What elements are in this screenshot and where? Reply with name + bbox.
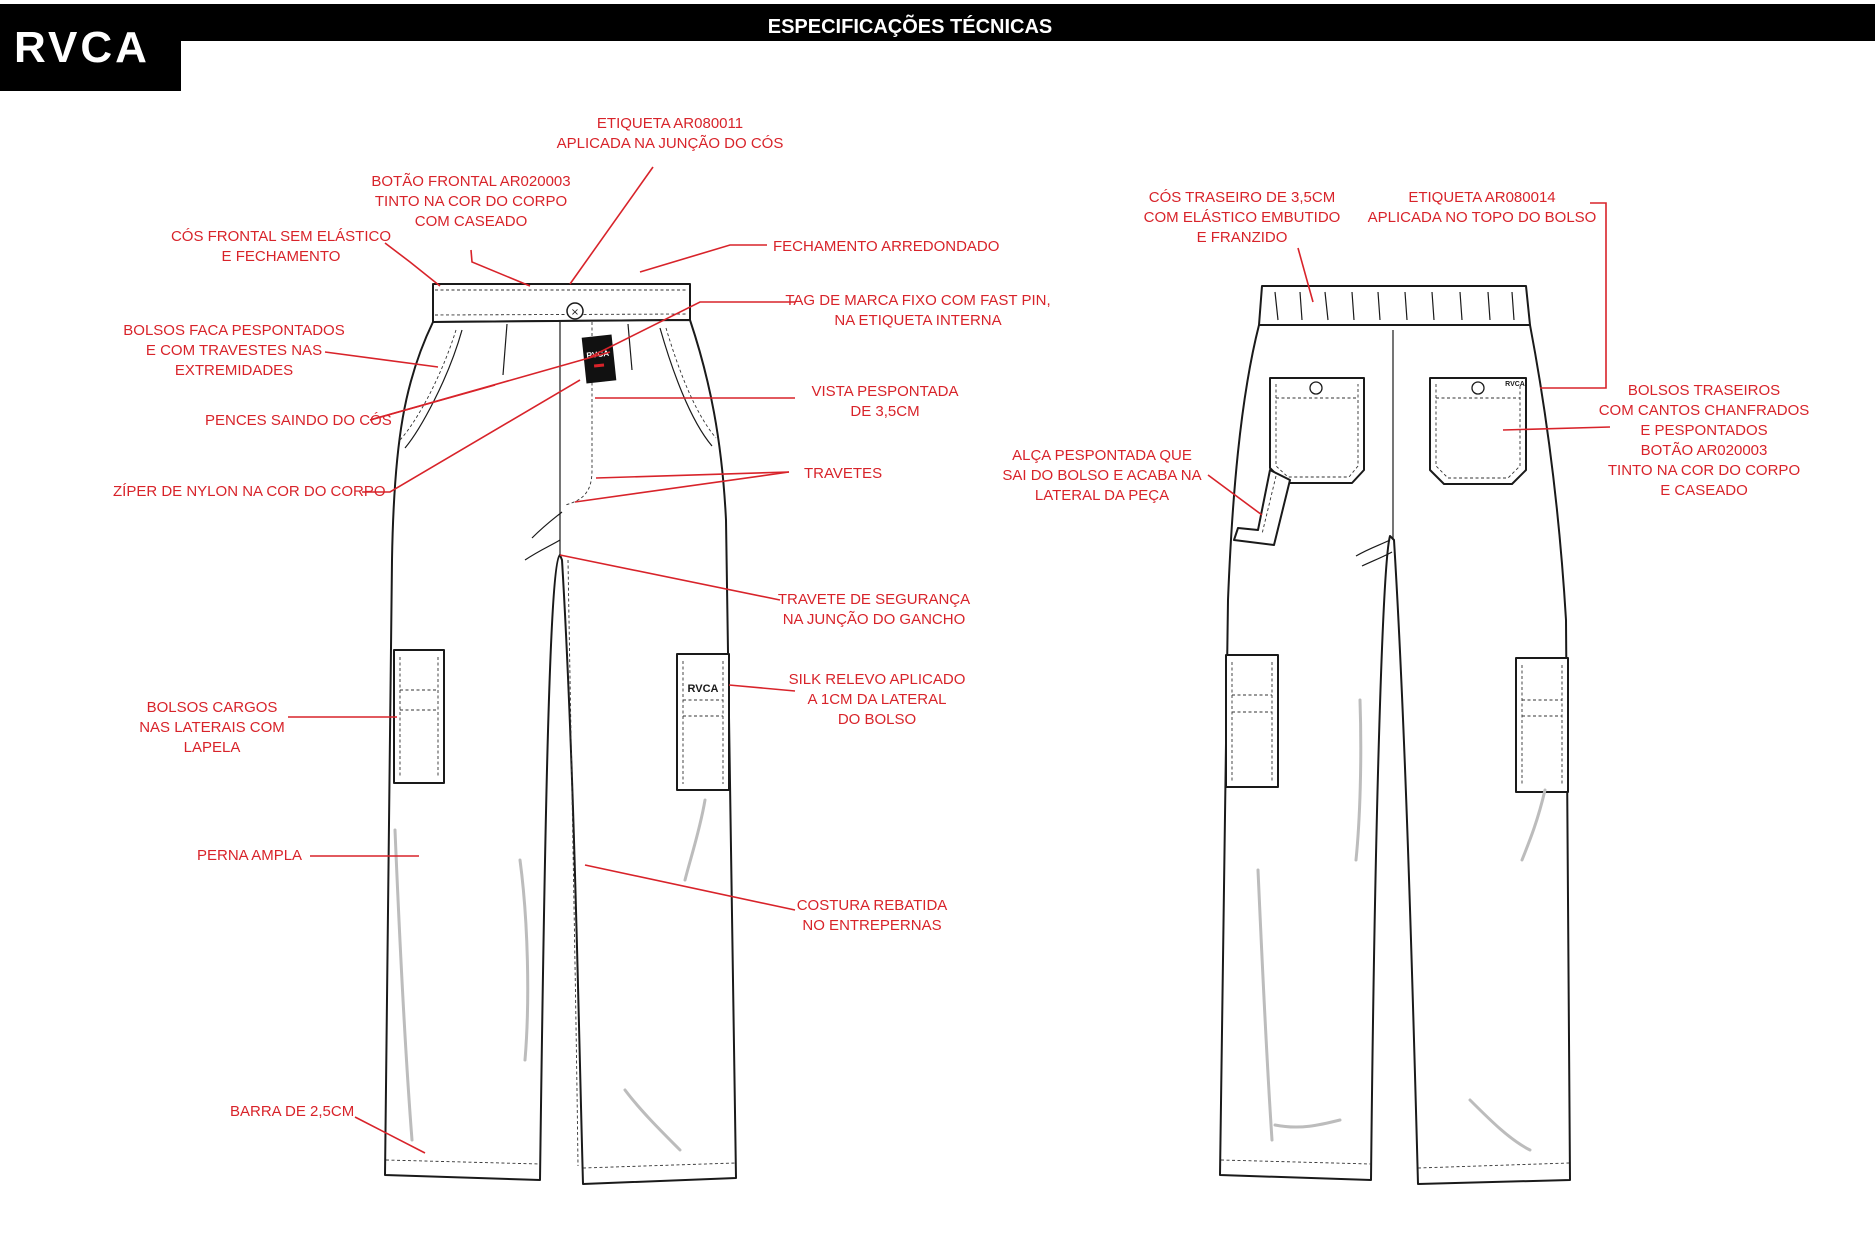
annotation-botao-frontal: BOTÃO FRONTAL AR020003 TINTO NA COR DO C… [371,173,571,230]
brand-logo-text: RVCA [14,23,150,72]
annotation-travetes: TRAVETES [804,465,883,482]
annotation-pences: PENCES SAINDO DO CÓS [205,412,392,429]
annotation-bolsos-traseiros: BOLSOS TRASEIROS COM CANTOS CHANFRADOS E… [1598,382,1810,499]
annotation-tag-marca: TAG DE MARCA FIXO COM FAST PIN, NA ETIQU… [785,292,1051,329]
annotation-bolsos-cargos: BOLSOS CARGOS NAS LATERAIS COM LAPELA [139,699,285,756]
tag-logo: RVCA [586,349,610,360]
annotation-etiqueta-back: ETIQUETA AR080014 APLICADA NO TOPO DO BO… [1367,189,1597,226]
annotation-ziper: ZÍPER DE NYLON NA COR DO CORPO [113,483,386,500]
annotation-travete-seguranca: TRAVETE DE SEGURANÇA NA JUNÇÃO DO GANCHO [777,591,971,628]
annotation-etiqueta-front: ETIQUETA AR080011 APLICADA NA JUNÇÃO DO … [556,115,784,152]
silk-logo: RVCA [688,683,719,695]
annotation-silk: SILK RELEVO APLICADO A 1CM DA LATERAL DO… [788,671,966,728]
back-cargo-pocket-right [1515,657,1569,793]
back-pocket-left [1269,377,1365,484]
annotation-perna: PERNA AMPLA [197,847,303,864]
back-pants: RVCA [1219,285,1571,1185]
back-body [1219,324,1571,1185]
front-cargo-pocket-left [393,649,445,784]
back-pocket-right [1429,377,1527,485]
back-label-logo: RVCA [1505,381,1525,388]
back-cargo-pocket-left [1225,654,1279,788]
back-strap [1233,469,1291,546]
front-cargo-pocket-right [676,653,730,791]
annotation-costura: COSTURA REBATIDA NO ENTREPERNAS [796,897,948,934]
svg-text:×: × [571,307,579,318]
front-pants: × RVCA RVCA [384,283,737,1185]
header-bar: ESPECIFICAÇÕES TÉCNICAS [0,4,1875,41]
annotation-alca: ALÇA PESPONTADA QUE SAI DO BOLSO E ACABA… [1002,447,1202,504]
brand-logo: RVCA [0,4,181,91]
annotation-fechamento: FECHAMENTO ARREDONDADO [773,238,1000,255]
annotation-cos-traseiro: CÓS TRASEIRO DE 3,5CM COM ELÁSTICO EMBUT… [1143,189,1341,246]
front-button [566,302,584,320]
annotation-bolsos-faca: BOLSOS FACA PESPONTADOS E COM TRAVESTES … [123,322,345,379]
annotation-vista: VISTA PESPONTADA DE 3,5CM [811,383,959,420]
page-title: ESPECIFICAÇÕES TÉCNICAS [767,16,1053,38]
annotation-barra: BARRA DE 2,5CM [230,1103,355,1120]
hang-tag [581,334,617,384]
annotation-cos-frontal: CÓS FRONTAL SEM ELÁSTICO E FECHAMENTO [170,228,392,265]
leader-lines [288,166,1611,1154]
